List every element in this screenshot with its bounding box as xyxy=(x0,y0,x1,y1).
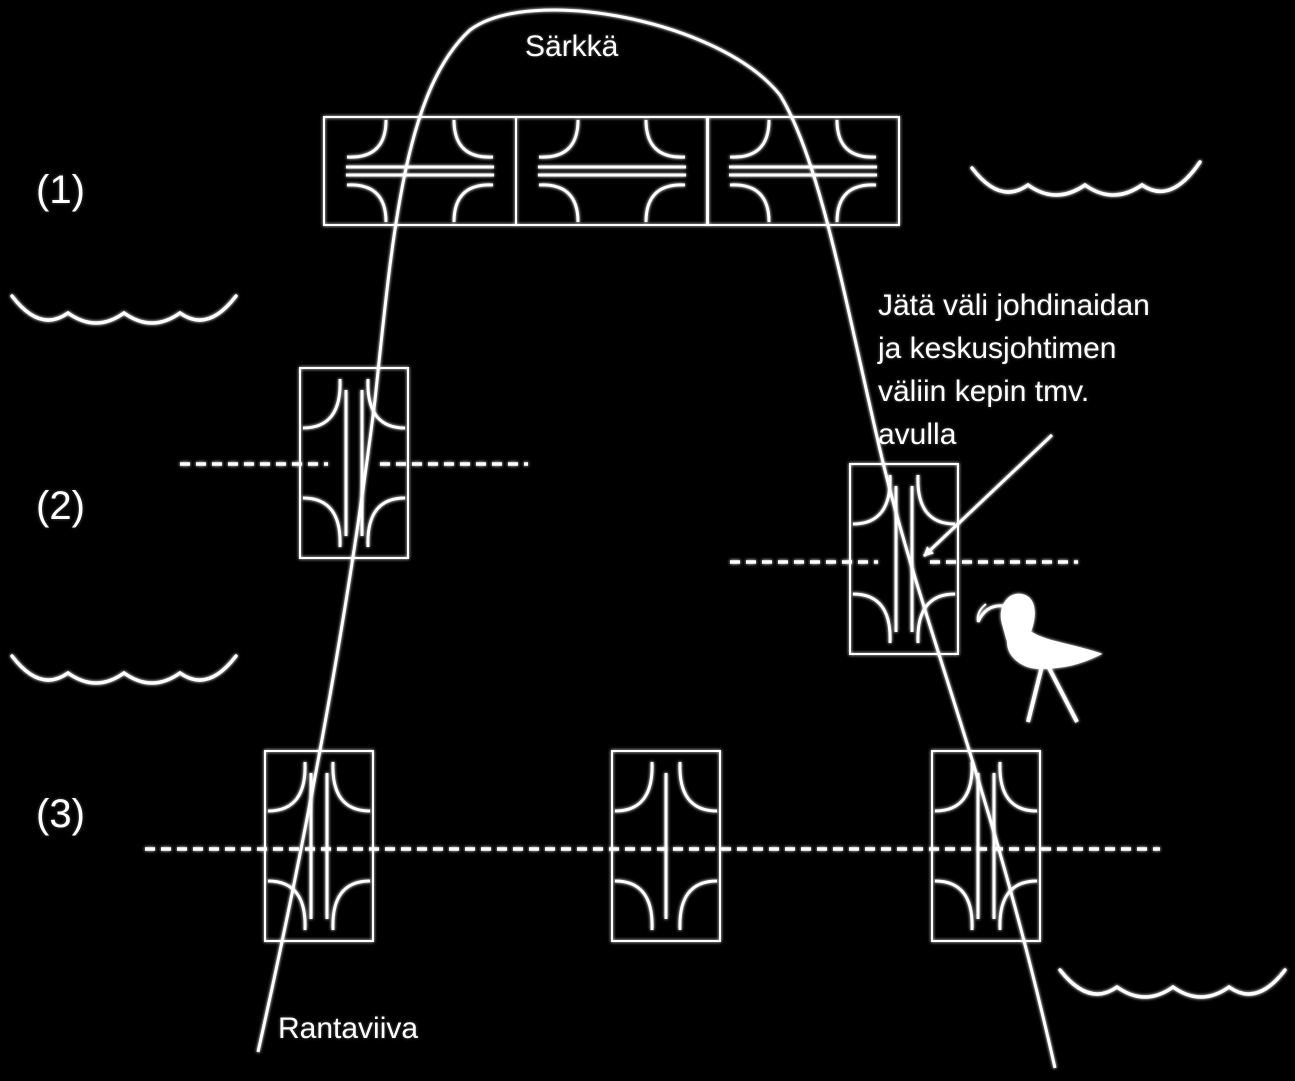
spit-label: Särkkä xyxy=(525,30,619,63)
gap-instruction-note: Jätä väli johdinaidan ja keskusjohtimen … xyxy=(878,284,1150,456)
row-label: (3) xyxy=(36,792,85,836)
wave-icon xyxy=(1058,968,1287,999)
fyke-trap-icon xyxy=(323,116,517,226)
fyke-trap-icon xyxy=(299,367,409,559)
fyke-trap-icon xyxy=(931,750,1041,942)
wave-icon xyxy=(10,294,238,325)
note-line: Jätä väli johdinaidan xyxy=(878,289,1150,322)
note-line: ja keskusjohtimen xyxy=(878,332,1117,365)
wave-icon xyxy=(970,160,1202,197)
arrow-icon xyxy=(922,433,1054,558)
row-label: (1) xyxy=(36,168,85,212)
fyke-trap-icon xyxy=(611,750,721,942)
note-line: väliin kepin tmv. xyxy=(878,375,1090,408)
fyke-trap-icon xyxy=(515,116,709,226)
avocet-bird-icon xyxy=(976,593,1103,723)
note-line: avulla xyxy=(878,418,957,451)
shoreline-label: Rantaviiva xyxy=(278,1012,419,1045)
row-label: (2) xyxy=(36,484,85,528)
wave-icon xyxy=(10,654,238,685)
fyke-trap-icon xyxy=(706,116,900,226)
fyke-trap-icon xyxy=(264,750,374,942)
shoreline-curve xyxy=(256,8,1057,1069)
fyke-trap-icon xyxy=(849,463,959,655)
